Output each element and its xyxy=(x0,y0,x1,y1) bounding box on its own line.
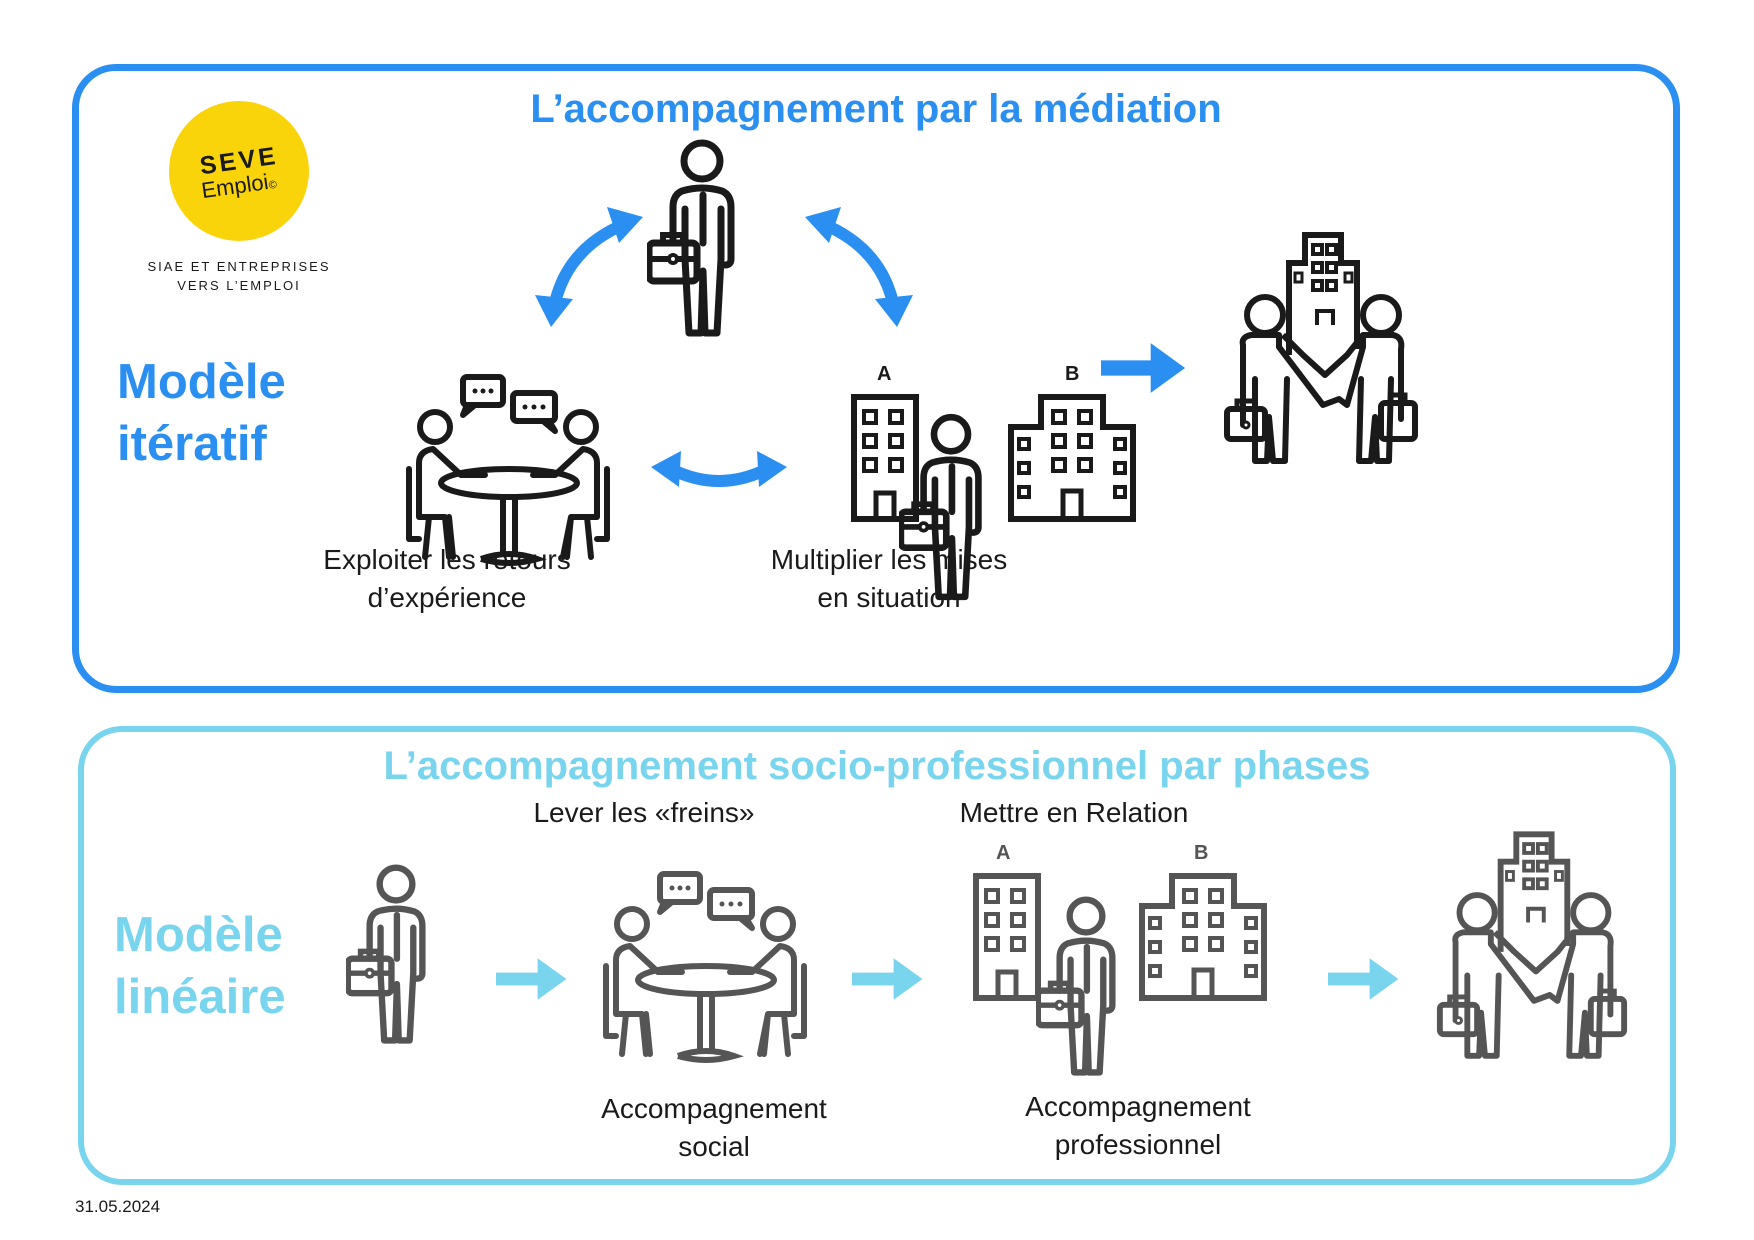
model-iterative-line1: Modèle xyxy=(117,355,286,409)
logo-copyright-mark: © xyxy=(267,178,278,192)
meeting-table-grey-icon xyxy=(602,868,822,1068)
caption-situations-line2: en situation xyxy=(817,582,961,613)
building-b-grey-icon xyxy=(1138,872,1268,1002)
arrow-right-icon xyxy=(496,954,568,1004)
caption-situations: Multiplier les mises en situation xyxy=(739,541,1039,617)
placement-person-grey-icon xyxy=(1036,894,1136,1080)
caption-social-line2: social xyxy=(678,1131,750,1162)
building-a-grey-letter: A xyxy=(996,842,1011,864)
building-a-letter: A xyxy=(877,363,892,385)
arrow-right-icon xyxy=(1328,954,1400,1004)
caption-feedback-line1: Exploiter les retours xyxy=(323,544,571,575)
seve-emploi-logo: SEVE Emploi© SIAE ET ENTREPRISES VERS L’… xyxy=(129,101,328,301)
jobseeker-person-icon xyxy=(647,139,757,339)
arrow-right-icon xyxy=(852,954,924,1004)
handshake-hiring-icon xyxy=(1221,229,1421,469)
caption-professional-line1: Accompagnement xyxy=(1025,1091,1251,1122)
logo-tagline-line2: VERS L’EMPLOI xyxy=(177,278,301,293)
cycle-arrow-bottom-icon xyxy=(651,451,787,487)
caption-professional-line2: professionnel xyxy=(1054,1129,1222,1160)
logo-tagline: SIAE ET ENTREPRISES VERS L’EMPLOI xyxy=(129,257,349,295)
caption-situations-line1: Multiplier les mises xyxy=(770,544,1008,575)
caption-feedback-line2: d’expérience xyxy=(367,582,527,613)
linear-model-panel: L’accompagnement socio-professionnel par… xyxy=(78,726,1676,1185)
logo-tagline-line1: SIAE ET ENTREPRISES xyxy=(147,259,331,274)
caption-professional-support: Accompagnement professionnel xyxy=(988,1088,1288,1164)
arrow-right-icon xyxy=(1101,339,1187,397)
cycle-arrow-right-icon xyxy=(805,207,913,327)
caption-social-line1: Accompagnement xyxy=(601,1093,827,1124)
caption-feedback: Exploiter les retours d’expérience xyxy=(297,541,597,617)
model-iterative-label: Modèle itératif xyxy=(117,351,286,475)
building-b-icon xyxy=(1007,393,1137,523)
label-networking: Mettre en Relation xyxy=(959,797,1189,828)
iterative-model-panel: L’accompagnement par la médiation SEVE E… xyxy=(72,64,1680,693)
jobseeker-person-grey-icon xyxy=(346,860,446,1050)
cycle-arrow-left-icon xyxy=(535,207,643,327)
model-iterative-line2: itératif xyxy=(117,417,267,471)
model-linear-line1: Modèle xyxy=(114,908,283,962)
linear-panel-title: L’accompagnement socio-professionnel par… xyxy=(383,744,1371,788)
logo-circle: SEVE Emploi© xyxy=(169,101,309,241)
building-b-letter: B xyxy=(1065,363,1080,385)
building-b-grey-letter: B xyxy=(1194,842,1209,864)
label-remove-barriers: Lever les «freins» xyxy=(533,797,755,828)
model-linear-label: Modèle linéaire xyxy=(114,904,286,1028)
document-date: 31.05.2024 xyxy=(75,1197,161,1216)
iterative-panel-title: L’accompagnement par la médiation xyxy=(530,87,1222,131)
caption-social-support: Accompagnement social xyxy=(564,1090,864,1166)
building-a-grey-icon xyxy=(972,872,1042,1002)
model-linear-line2: linéaire xyxy=(114,970,286,1024)
handshake-hiring-grey-icon xyxy=(1434,828,1630,1064)
